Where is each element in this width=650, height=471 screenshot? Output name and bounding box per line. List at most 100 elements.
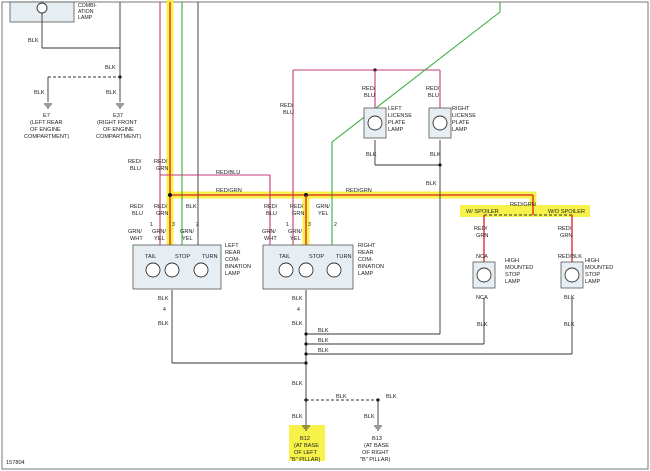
left-lamp-title-1: LEFT bbox=[225, 243, 239, 249]
wire-label: GRN bbox=[476, 233, 488, 239]
right-pin-3: 3 bbox=[308, 222, 311, 228]
wire-label: BLK bbox=[186, 204, 197, 210]
left-pin-1: 1 bbox=[150, 222, 153, 228]
left-lamp-title-4: BINATION bbox=[225, 264, 251, 270]
wire-label: RED/ bbox=[154, 204, 168, 210]
left-lamp-title-3: COM- bbox=[225, 257, 240, 263]
wire-label-blk: BLK bbox=[292, 296, 303, 302]
right-bulb-tail-label: TAIL bbox=[279, 254, 290, 260]
bulb-icon bbox=[367, 115, 383, 131]
wire-label: RED/ bbox=[264, 204, 278, 210]
right-license-label-3: PLATE bbox=[452, 120, 470, 126]
spoiler-with-label: W/ SPOILER bbox=[466, 209, 499, 215]
ground-b13-line-3: "B" PILLAR) bbox=[360, 457, 391, 463]
bulb-icon bbox=[432, 115, 448, 131]
high-stop-with-4: LAMP bbox=[505, 279, 521, 285]
right-bulb-stop-label: STOP bbox=[309, 254, 324, 260]
ground-b12-line-3: "B" PILLAR) bbox=[290, 457, 321, 463]
splice bbox=[304, 361, 308, 365]
wire-label: RED/ bbox=[558, 226, 572, 232]
bulb-icon bbox=[193, 262, 209, 278]
bulb-icon bbox=[476, 267, 492, 283]
wire-label-blk: BLK bbox=[318, 338, 329, 344]
right-license-lamp: RIGHT LICENSE PLATE LAMP BLK BLK bbox=[426, 106, 476, 187]
wire-label-blk: BLK bbox=[564, 322, 575, 328]
wire-label-blk: BLK bbox=[366, 152, 377, 158]
nca-label-bottom: NCA bbox=[476, 295, 488, 301]
left-pin-3: 3 bbox=[172, 222, 175, 228]
wire-label: RED/ bbox=[128, 159, 142, 165]
ground-symbol-icon bbox=[302, 425, 310, 431]
ground-b13-id: B13 bbox=[372, 436, 382, 442]
wire-label: GRN/ bbox=[316, 204, 330, 210]
wire-label-blk: BLK bbox=[292, 321, 303, 327]
wire-label-blk: BLK bbox=[430, 152, 441, 158]
high-stop-with-3: STOP bbox=[505, 272, 520, 278]
bulb-icon bbox=[278, 262, 294, 278]
ground-e7: E7 (LEFT REAR OF ENGINE COMPARTMENT) bbox=[24, 103, 69, 140]
wire-label: GRN bbox=[156, 211, 168, 217]
right-lamp-title-2: REAR bbox=[358, 250, 374, 256]
wire-label: GRN/ bbox=[262, 229, 276, 235]
left-bulb-stop-label: STOP bbox=[175, 254, 190, 260]
wire-label: RED/ bbox=[474, 226, 488, 232]
wire-label-blk: BLK bbox=[336, 394, 347, 400]
wire-label-blk: BLK bbox=[158, 296, 169, 302]
high-stop-with-2: MOUNTED bbox=[505, 265, 533, 271]
ground-b12-id: B12 bbox=[300, 436, 310, 442]
high-stop-without-3: STOP bbox=[585, 272, 600, 278]
wire-label-blk: BLK bbox=[34, 90, 45, 96]
right-license-label-4: LAMP bbox=[452, 127, 468, 133]
wire-label: RED/ bbox=[130, 204, 144, 210]
wire-label: WHT bbox=[130, 236, 143, 242]
right-lamp-title-1: RIGHT bbox=[358, 243, 376, 249]
left-lamp-title-5: LAMP bbox=[225, 271, 241, 277]
wire-label: YEL bbox=[290, 236, 301, 242]
wire-label: BLU bbox=[428, 93, 439, 99]
right-pin-2: 2 bbox=[334, 222, 337, 228]
splice bbox=[168, 193, 172, 197]
ground-e7-line-3: COMPARTMENT) bbox=[24, 134, 69, 140]
splice bbox=[304, 352, 308, 356]
ground-b13-line-2: OF RIGHT bbox=[362, 450, 389, 456]
ground-symbol-icon bbox=[44, 103, 52, 109]
ground-b12-line-1: (AT BASE bbox=[294, 443, 319, 449]
wire bbox=[331, 11, 501, 143]
wire-label-blk: BLK bbox=[292, 414, 303, 420]
ground-e37-line-1: (RIGHT FRONT bbox=[97, 120, 138, 126]
wire-label-blk: BLK bbox=[386, 394, 397, 400]
right-lamp-title-4: BINATION bbox=[358, 264, 384, 270]
wire-label-blk: BLK bbox=[318, 348, 329, 354]
ground-e7-line-1: (LEFT REAR bbox=[30, 120, 63, 126]
wire-label-blk: BLK bbox=[105, 65, 116, 71]
high-stop-lamp-without-spoiler: RED/BLK HIGH MOUNTED STOP LAMP BLK BLK bbox=[558, 254, 613, 328]
left-wire-labels: RED/ BLU RED/ GRN RED/BLU RED/GRN RED/ B… bbox=[128, 159, 242, 242]
wire-label-blk: BLK bbox=[158, 321, 169, 327]
wire-label: GRN bbox=[292, 211, 304, 217]
highlight-b12-ground bbox=[289, 425, 325, 461]
wire-label-blk: BLK bbox=[364, 414, 375, 420]
top-lamp-label-1: COMBI- bbox=[78, 3, 97, 9]
left-license-label-2: LICENSE bbox=[388, 113, 412, 119]
left-pin-4: 4 bbox=[163, 307, 166, 313]
highlight-spoiler-labels bbox=[460, 205, 590, 217]
ground-e37: E37 (RIGHT FRONT OF ENGINE COMPARTMENT) bbox=[96, 103, 141, 140]
wire-label-red-blk: RED/BLK bbox=[558, 254, 582, 260]
ground-e37-line-3: COMPARTMENT) bbox=[96, 134, 141, 140]
right-wire-labels: RED/ BLU RED/ BLU RED/ BLU RED/GRN RED/G… bbox=[262, 86, 585, 242]
top-lamp-label-2: ATION bbox=[78, 9, 94, 15]
wire-label-blk: BLK bbox=[477, 322, 488, 328]
high-stop-without-1: HIGH bbox=[585, 258, 599, 264]
ground-e37-line-2: OF ENGINE bbox=[103, 127, 134, 133]
wire-label: GRN/ bbox=[128, 229, 142, 235]
ground-b13: B13 (AT BASE OF RIGHT "B" PILLAR) bbox=[360, 425, 391, 463]
ground-b12-line-2: OF LEFT bbox=[294, 450, 318, 456]
splice bbox=[304, 332, 308, 336]
wire-label-red-blu: RED/BLU bbox=[216, 170, 240, 176]
ground-e37-id: E37 bbox=[113, 113, 123, 119]
ground-e7-line-2: OF ENGINE bbox=[30, 127, 61, 133]
wire-label: BLU bbox=[132, 211, 143, 217]
wire-label: BLU bbox=[130, 166, 141, 172]
left-license-label-1: LEFT bbox=[388, 106, 402, 112]
